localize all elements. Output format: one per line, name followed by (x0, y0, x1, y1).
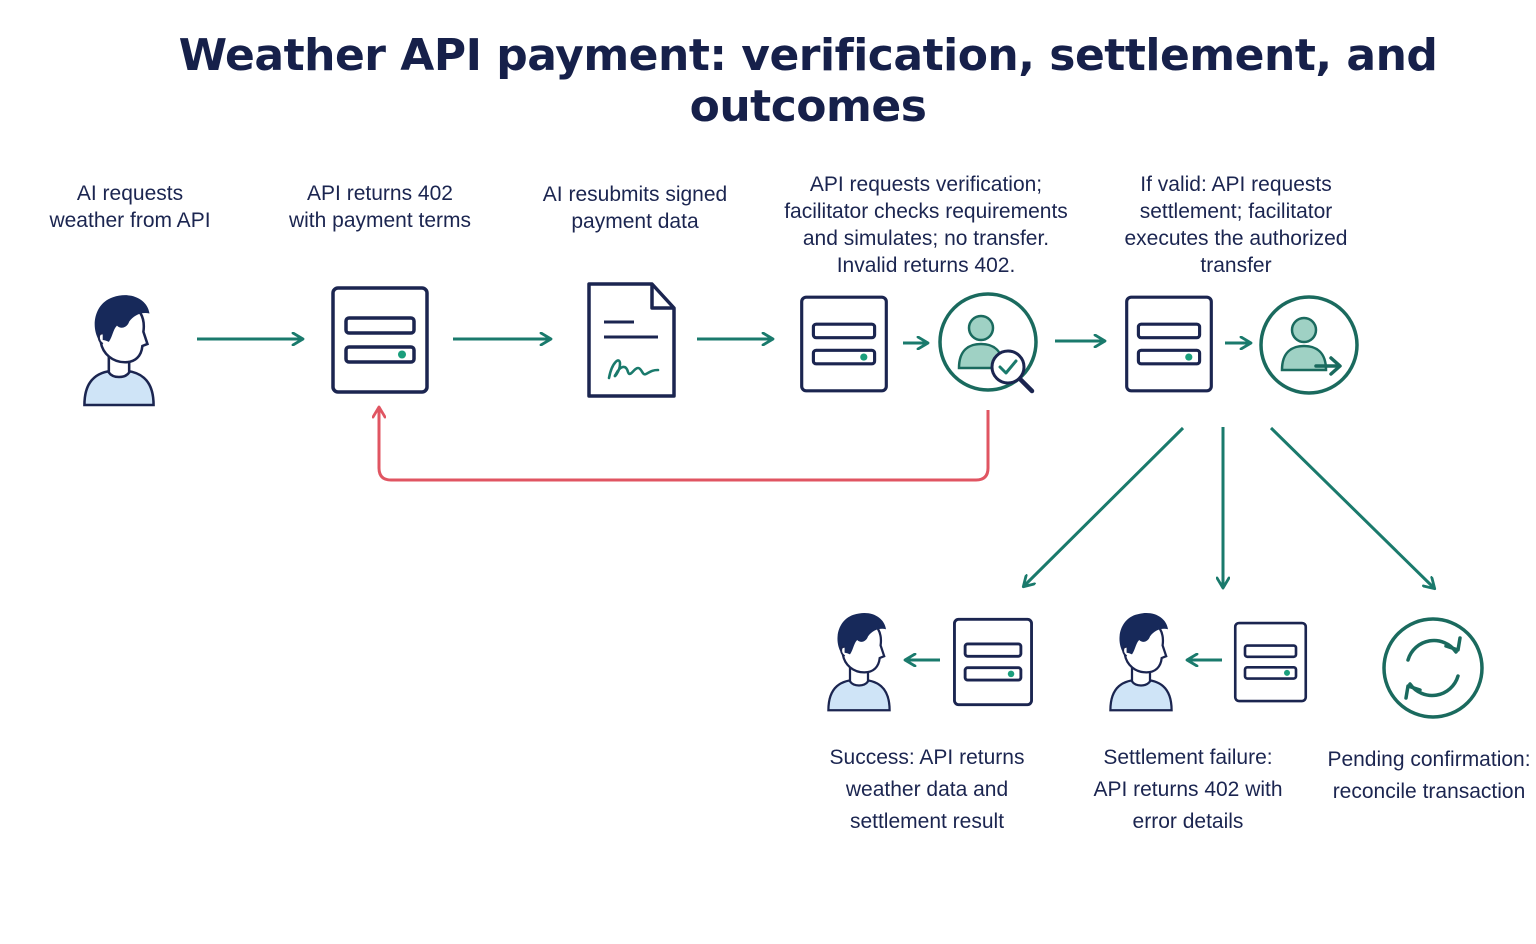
server-icon (1125, 295, 1213, 393)
arrow-invalid-return-402 (379, 408, 990, 482)
server-icon (952, 617, 1034, 707)
server-icon (800, 295, 888, 393)
server-icon (1233, 621, 1308, 703)
facilitator-transfer-icon (1259, 295, 1359, 395)
facilitator-verify-icon (938, 292, 1038, 394)
outcome-label-pending: Pending confirmation:reconcile transacti… (1327, 748, 1531, 803)
person-icon (1109, 611, 1173, 712)
person-icon (827, 611, 891, 712)
arrow-branch-pending (1269, 426, 1434, 588)
refresh-cycle-icon (1382, 617, 1484, 719)
page-title: Weather API payment: verification, settl… (178, 30, 1438, 132)
person-icon (83, 293, 155, 407)
arrow-branch-success (1024, 426, 1185, 586)
server-icon (331, 286, 429, 394)
step-label-verify: API requests verification;facilitator ch… (784, 173, 1068, 277)
signed-document-icon (587, 282, 676, 398)
